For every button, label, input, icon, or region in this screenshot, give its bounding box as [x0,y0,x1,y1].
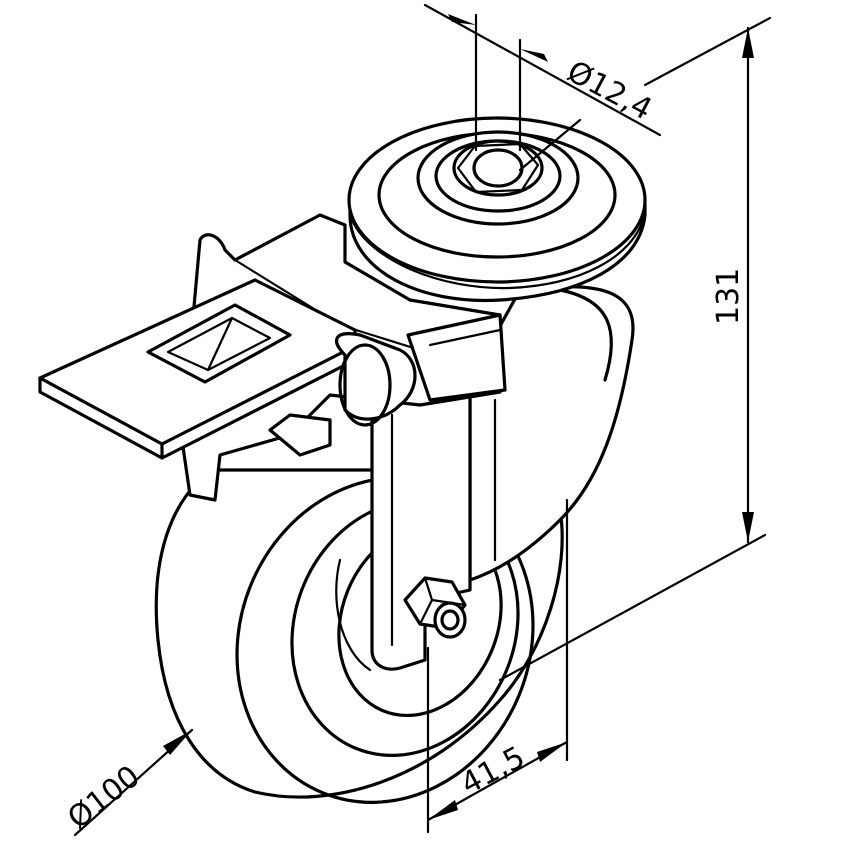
axle-washer [433,601,467,639]
axle-end [440,609,460,631]
height-dimension: 131 [498,16,772,682]
bore-dimension-label: Ø12,4 [561,54,657,127]
brake [38,213,507,502]
height-dimension-label: 131 [711,268,746,325]
height-extension-top [643,16,772,87]
pedal-window-inner [166,316,272,372]
wheel-dimension-label: Ø100 [61,759,146,836]
height-arrow-top [742,28,754,58]
bore-dimension-line [423,3,662,137]
swivel-head [347,116,647,303]
brake-hinge [335,332,417,421]
pedal-window [146,303,292,384]
axle-nut [403,576,467,639]
height-arrow-bottom [742,512,754,542]
bore-arrow-right [520,49,548,62]
offset-arrow-right [537,742,567,762]
fork [370,284,635,671]
bore-arrow-left [448,14,476,25]
fork-curve [558,288,613,382]
swivel-rim [350,218,645,290]
height-extension-bottom [498,533,767,682]
brake-lever [268,413,332,457]
wheel-arrow [163,730,192,755]
brake-hinge-end [338,343,392,427]
wheel-dimension: Ø100 [61,728,194,836]
bore-leader [518,118,582,172]
fork-leg-back [468,284,635,582]
offset-arrow-left [428,800,458,820]
offset-dimension-label: 41,5 [455,740,530,802]
brake-clip [406,313,507,402]
brake-clip-edge [428,328,502,347]
bolt-hole [472,148,524,188]
rim-groove [335,558,372,672]
